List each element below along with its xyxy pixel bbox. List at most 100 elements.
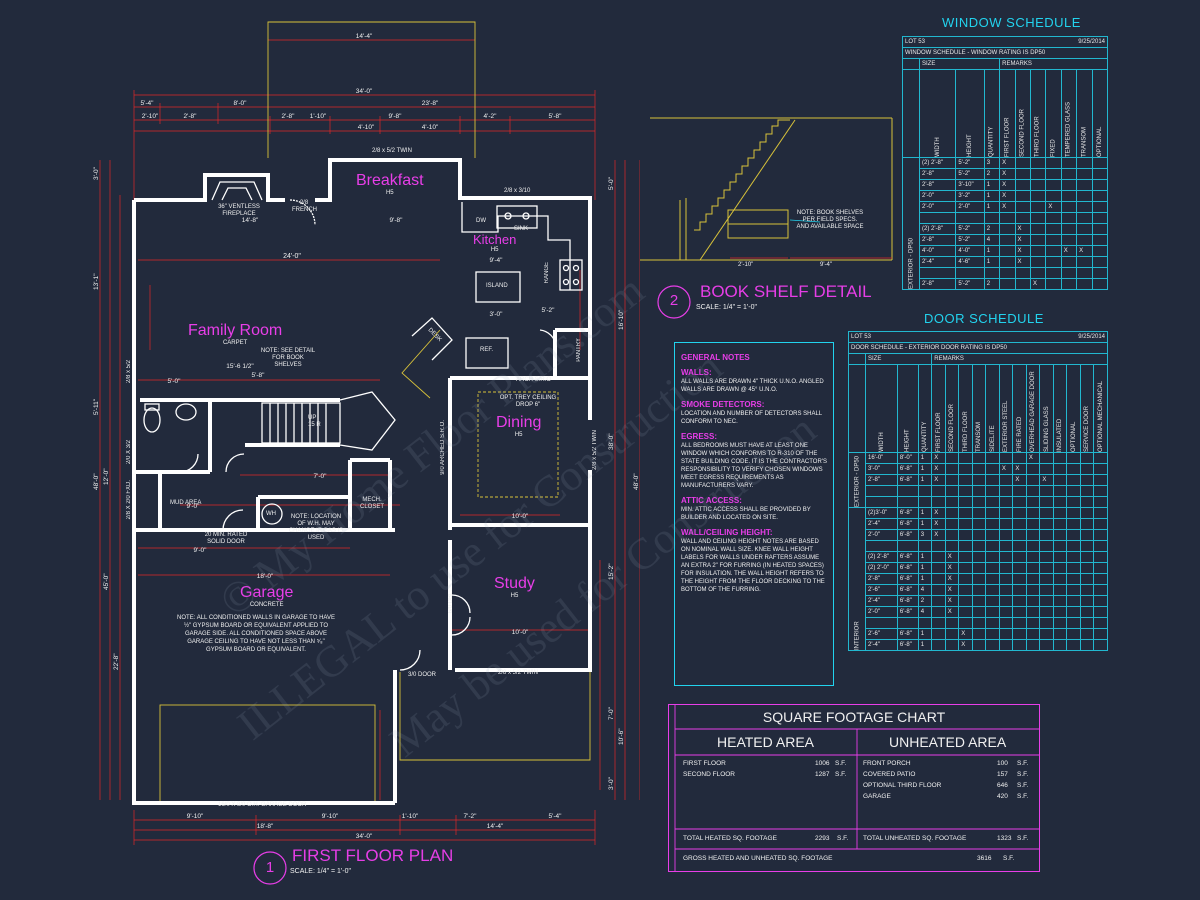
sf-row-name: COVERED PATIO xyxy=(863,771,916,778)
door-cell xyxy=(1093,485,1108,497)
door-cell xyxy=(1052,584,1068,596)
door-col-header: SIDELITE xyxy=(985,364,1000,453)
detail-scale: SCALE: 1/4" = 1'-0" xyxy=(696,304,757,311)
dim-left-3: 12'-0" xyxy=(103,468,110,485)
door-cell: X xyxy=(931,507,946,519)
door-cell: X xyxy=(944,562,960,574)
door-cell: X xyxy=(944,584,960,596)
door-cell xyxy=(985,474,1000,486)
label-arch-sro: ARCH S.R.O xyxy=(516,377,552,383)
door-cell xyxy=(931,595,946,607)
room-garage: Garage CONCRETE xyxy=(240,584,293,609)
window-cell xyxy=(1091,190,1108,202)
door-cell xyxy=(985,485,1000,497)
dim-bottom-6: 14'-4" xyxy=(487,823,504,830)
door-cell xyxy=(1079,529,1095,541)
door-cell xyxy=(985,617,1000,629)
window-cell xyxy=(1076,234,1093,246)
door-cell xyxy=(958,551,973,563)
door-cell: 16'-0" xyxy=(865,452,898,464)
svg-text:9'-4": 9'-4" xyxy=(490,257,504,264)
door-cell xyxy=(971,474,987,486)
room-kitchen-name: Kitchen xyxy=(473,232,517,247)
room-study-sub: H5 xyxy=(510,593,519,599)
sf-total-unheated: 1323 xyxy=(997,835,1012,842)
door-cell xyxy=(1079,628,1095,640)
window-cell xyxy=(1076,190,1093,202)
door-cell xyxy=(944,540,960,552)
window-cell xyxy=(1029,234,1047,246)
door-cell: 1 xyxy=(917,551,933,563)
door-cell xyxy=(1039,496,1054,508)
svg-text:9'-8": 9'-8" xyxy=(390,217,404,224)
door-cell xyxy=(1052,518,1068,530)
door-cell: 6'-8" xyxy=(896,628,919,640)
sf-row-unit: S.F. xyxy=(1017,771,1029,778)
label-solid-door: 20 MIN. RATED SOLID DOOR xyxy=(204,532,248,545)
svg-text:3'-0": 3'-0" xyxy=(490,311,504,318)
svg-text:5'-2": 5'-2" xyxy=(542,307,556,314)
window-cell xyxy=(1014,157,1031,169)
door-col-header: OVERHEAD GARAGE DOOR xyxy=(1026,364,1040,453)
square-footage-chart: SQUARE FOOTAGE CHART HEATED AREA UNHEATE… xyxy=(668,704,1040,872)
window-cell: X xyxy=(999,179,1016,191)
window-cell: 2'-0" xyxy=(955,201,985,213)
window-size-label: SIZE xyxy=(918,58,1001,70)
window-col-header: HEIGHT xyxy=(955,69,985,158)
door-cell xyxy=(1079,463,1095,475)
dim-right-6: 3'-0" xyxy=(608,776,615,790)
sf-row-value: 157 xyxy=(997,771,1008,778)
dim-top-3: 8'-0" xyxy=(234,100,248,107)
window-col-header: FIRST FLOOR xyxy=(999,69,1016,158)
door-cell xyxy=(1025,595,1041,607)
window-col-header: THIRD FLOOR xyxy=(1030,69,1046,158)
door-cell xyxy=(971,606,987,618)
window-cell xyxy=(1060,267,1078,279)
door-cell xyxy=(1039,584,1054,596)
dim-bottom-1: 9'-10" xyxy=(322,813,339,820)
window-cell: 2 xyxy=(983,278,1001,290)
door-cell xyxy=(1066,617,1081,629)
door-cell: 1 xyxy=(917,562,933,574)
door-group-label: EXTERIOR - DP50 xyxy=(848,452,866,508)
dim-bottom-7: 34'-0" xyxy=(356,833,373,840)
window-cell: X xyxy=(1014,256,1031,268)
window-cell: (2) 2'-8" xyxy=(918,223,957,235)
door-cell xyxy=(1025,584,1041,596)
window-cell xyxy=(1060,201,1078,213)
window-cell: 4'-6" xyxy=(955,256,985,268)
door-cell xyxy=(985,584,1000,596)
door-cell xyxy=(985,606,1000,618)
label-dw: DW xyxy=(476,218,486,224)
door-cell xyxy=(971,463,987,475)
door-cell xyxy=(985,562,1000,574)
door-cell xyxy=(998,452,1014,464)
room-family-name: Family Room xyxy=(188,322,283,339)
door-cell xyxy=(1093,573,1108,585)
door-cell xyxy=(1039,529,1054,541)
door-cell xyxy=(944,507,960,519)
sf-row-unit: S.F. xyxy=(835,771,847,778)
window-cell: 2'-8" xyxy=(918,234,957,246)
door-cell xyxy=(1093,562,1108,574)
door-cell xyxy=(1093,606,1108,618)
window-cell xyxy=(1014,212,1031,224)
window-cell xyxy=(1091,245,1108,257)
dim-top-12: 4'-2" xyxy=(484,113,498,120)
room-breakfast: Breakfast H5 xyxy=(356,172,424,197)
door-cell xyxy=(1093,540,1108,552)
room-kitchen: Kitchen H5 xyxy=(473,232,516,254)
door-cell xyxy=(1012,606,1027,618)
sf-row-name: FIRST FLOOR xyxy=(683,760,726,767)
window-cell: X xyxy=(1014,234,1031,246)
door-cell xyxy=(998,584,1014,596)
door-cell xyxy=(1052,496,1068,508)
door-cell xyxy=(985,540,1000,552)
door-cell xyxy=(1052,507,1068,519)
sf-row-value: 100 xyxy=(997,760,1008,767)
label-range: RANGE xyxy=(544,262,550,284)
